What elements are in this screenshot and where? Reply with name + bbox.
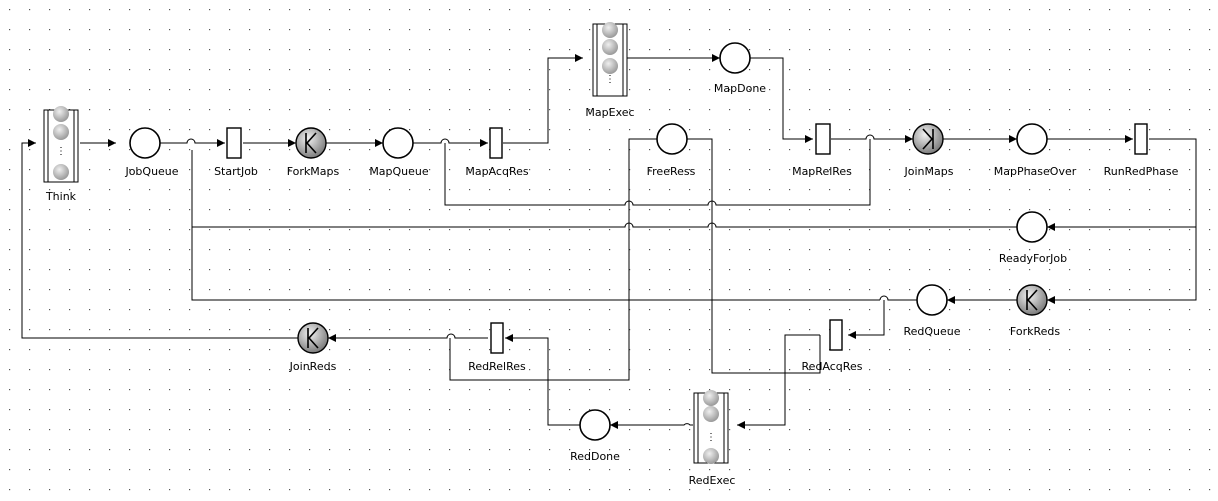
node-redexec[interactable]: ⋮ RedExec bbox=[689, 390, 736, 487]
node-mapacqres-label: MapAcqRes bbox=[465, 165, 528, 178]
node-freeress[interactable]: FreeRess bbox=[647, 123, 696, 178]
arc-redrelres-freeress bbox=[449, 338, 629, 381]
node-forkmaps[interactable]: ForkMaps bbox=[287, 127, 340, 178]
join-icon bbox=[307, 327, 319, 349]
node-maprelres-label: MapRelRes bbox=[792, 165, 852, 178]
node-joinreds-label: JoinReds bbox=[289, 360, 337, 373]
node-runredphase-label: RunRedPhase bbox=[1104, 165, 1179, 178]
arc-redqueue-redacqres bbox=[879, 295, 917, 301]
node-redexec-label: RedExec bbox=[689, 474, 736, 487]
arc-joinreds-think bbox=[21, 139, 298, 339]
node-mapexec[interactable]: ⋮ MapExec bbox=[585, 22, 635, 119]
arc-runredphase-readyforjob bbox=[1047, 138, 1197, 231]
node-think[interactable]: ⋮ Think bbox=[43, 106, 79, 203]
node-joinmaps[interactable]: JoinMaps bbox=[904, 123, 954, 178]
svg-text:⋮: ⋮ bbox=[706, 432, 716, 443]
arc-freeress-out bbox=[687, 138, 821, 374]
arc-redacqres-redexec bbox=[737, 334, 820, 429]
node-maprelres[interactable]: MapRelRes bbox=[792, 123, 852, 178]
node-redacqres-label: RedAcqRes bbox=[802, 360, 863, 373]
node-mapphaseover[interactable]: MapPhaseOver bbox=[994, 123, 1077, 178]
svg-text:⋮: ⋮ bbox=[605, 74, 615, 85]
arc-redexec-reddone bbox=[610, 421, 693, 429]
node-mapqueue-label: MapQueue bbox=[369, 165, 429, 178]
arc-mapacqres-mapexec bbox=[503, 54, 583, 144]
node-mapqueue[interactable]: MapQueue bbox=[369, 127, 429, 178]
node-startjob-label: StartJob bbox=[214, 165, 258, 178]
arc-redrelres-joinreds bbox=[328, 333, 488, 342]
arcs bbox=[21, 54, 1197, 429]
node-joinmaps-label: JoinMaps bbox=[904, 165, 954, 178]
node-mapacqres[interactable]: MapAcqRes bbox=[465, 127, 529, 178]
node-redrelres-label: RedRelRes bbox=[468, 360, 526, 373]
svg-text:⋮: ⋮ bbox=[56, 146, 66, 157]
arc-joinreds-return bbox=[191, 227, 880, 301]
node-runredphase[interactable]: RunRedPhase bbox=[1104, 123, 1179, 178]
node-forkreds-label: ForkReds bbox=[1010, 325, 1060, 338]
arc-mapdone-maprelres bbox=[750, 57, 813, 143]
node-forkreds[interactable]: ForkReds bbox=[1010, 284, 1060, 338]
node-readyforjob[interactable]: ReadyForJob bbox=[999, 211, 1067, 265]
node-think-label: Think bbox=[45, 190, 77, 203]
fork-icon bbox=[305, 132, 317, 154]
node-redqueue-label: RedQueue bbox=[903, 325, 960, 338]
node-jobqueue-label: JobQueue bbox=[124, 165, 178, 178]
node-mapexec-label: MapExec bbox=[585, 106, 634, 119]
fork-icon bbox=[1026, 289, 1038, 311]
node-startjob[interactable]: StartJob bbox=[214, 127, 258, 178]
arc-mapqueue-mapacqres bbox=[413, 138, 488, 147]
arc-jobqueue-startjob bbox=[160, 138, 225, 147]
node-readyforjob-label: ReadyForJob bbox=[999, 252, 1067, 265]
node-forkmaps-label: ForkMaps bbox=[287, 165, 340, 178]
node-redrelres[interactable]: RedRelRes bbox=[468, 322, 526, 373]
node-jobqueue[interactable]: JobQueue bbox=[124, 127, 179, 178]
arc-maprelres-joinmaps bbox=[831, 134, 913, 143]
arc-runredphase-forkreds bbox=[1047, 227, 1197, 304]
arc-readyforjob-startjob bbox=[191, 150, 1017, 228]
arc-freeress-loop-bottom bbox=[444, 139, 871, 206]
node-redqueue[interactable]: RedQueue bbox=[903, 284, 961, 338]
join-icon bbox=[922, 128, 934, 150]
node-reddone-label: RedDone bbox=[570, 450, 620, 463]
node-mapdone[interactable]: MapDone bbox=[714, 42, 766, 95]
node-freeress-label: FreeRess bbox=[647, 165, 696, 178]
node-redacqres[interactable]: RedAcqRes bbox=[802, 319, 863, 373]
node-reddone[interactable]: RedDone bbox=[570, 409, 620, 463]
node-mapdone-label: MapDone bbox=[714, 82, 766, 95]
node-mapphaseover-label: MapPhaseOver bbox=[994, 165, 1077, 178]
arc-redqueue-redacqres-2 bbox=[848, 300, 885, 339]
node-joinreds[interactable]: JoinReds bbox=[289, 322, 337, 373]
